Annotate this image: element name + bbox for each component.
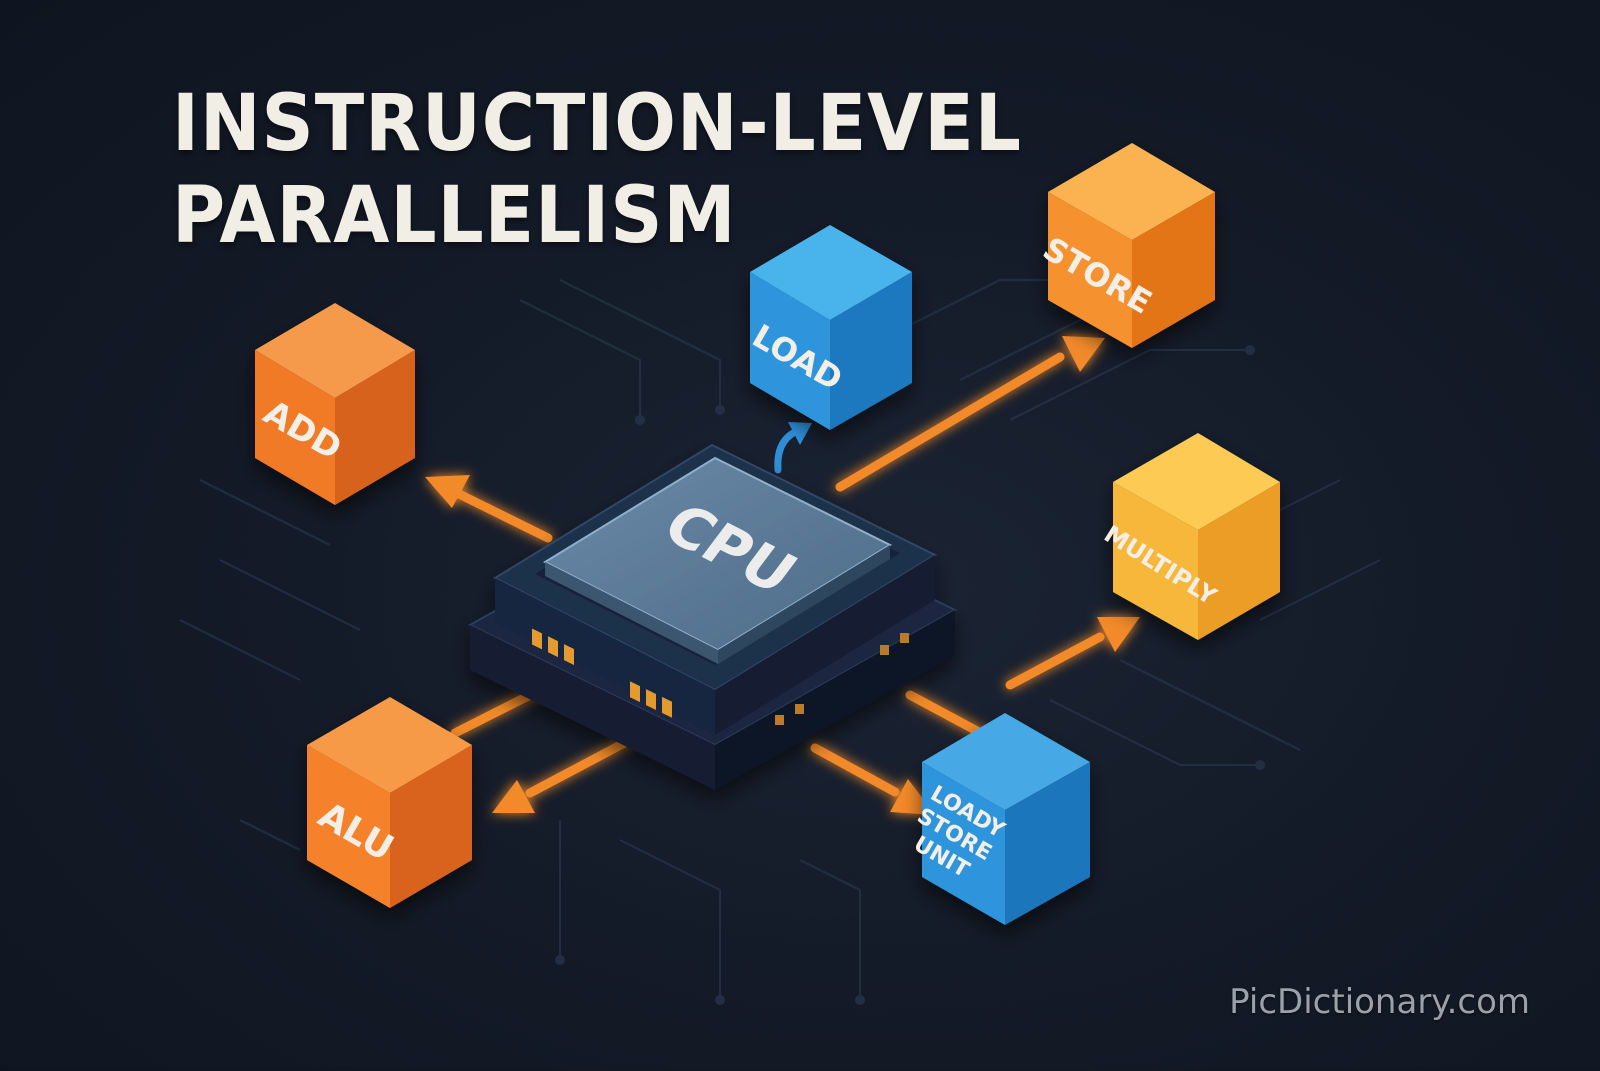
arrow-to-add (425, 475, 553, 543)
chip-pins (532, 628, 909, 725)
title-line-2: PARALLELISM (172, 171, 737, 261)
unit-load[interactable]: LOAD (746, 225, 912, 430)
unit-load-store[interactable]: LOADY STORE UNIT (900, 713, 1090, 925)
page-title: INSTRUCTION-LEVEL PARALLELISM (172, 78, 1022, 262)
unit-store[interactable]: STORE (1037, 143, 1215, 348)
unit-alu[interactable]: ALU (307, 697, 472, 908)
unit-add[interactable]: ADD (255, 303, 415, 505)
circuit-traces (179, 275, 1381, 1005)
arrow-to-store (835, 336, 1105, 492)
arrow-to-multiply (1005, 617, 1140, 690)
title-line-1: INSTRUCTION-LEVEL (172, 79, 1022, 169)
watermark: PicDictionary.com (1229, 982, 1530, 1022)
data-flow-arrows (425, 336, 1140, 815)
cpu-chip[interactable]: CPU (467, 443, 958, 790)
arrow-to-load (774, 422, 812, 474)
unit-multiply[interactable]: MULTIPLY (1099, 433, 1280, 640)
